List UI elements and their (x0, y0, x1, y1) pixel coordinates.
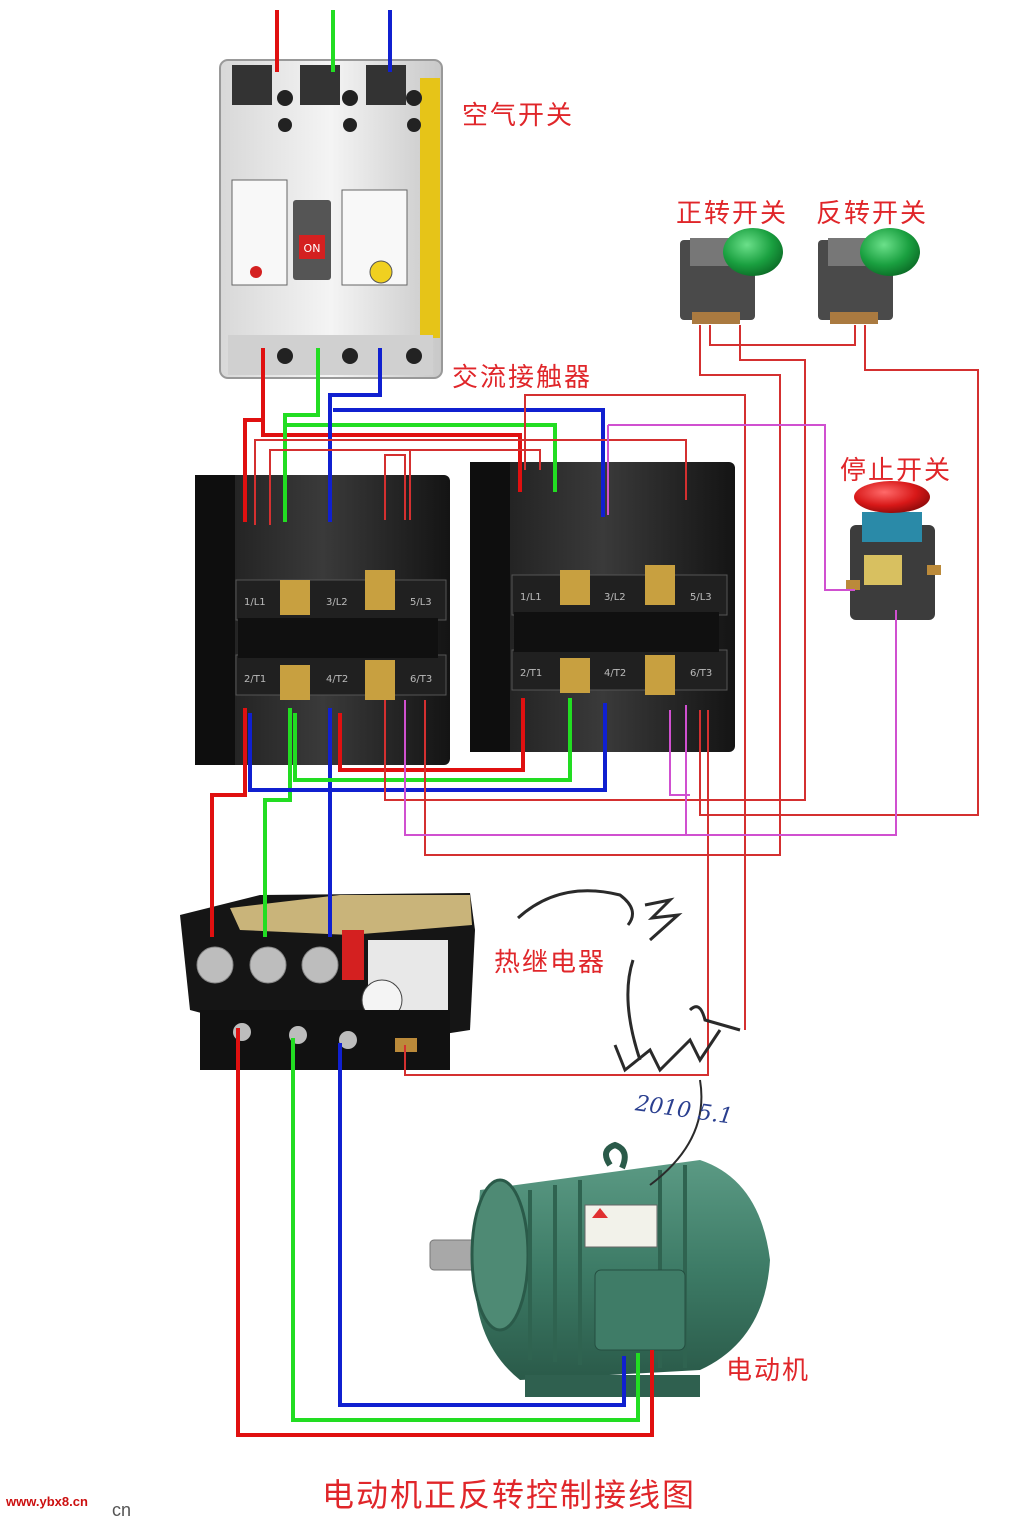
contactor-2-terminal: 1/L1 (520, 592, 542, 603)
contactor-2-terminal: 6/T3 (690, 668, 712, 679)
control-wiring (254, 325, 979, 1076)
contactor-label: 交流接触器 (452, 363, 593, 393)
contactor-1-terminal: 3/L2 (326, 597, 348, 608)
contactor-1-terminal: 2/T1 (244, 674, 266, 685)
forward-switch-label: 正转开关 (676, 199, 789, 229)
watermark: www.ybx8.cn (6, 1494, 88, 1509)
contactor-2-terminal: 2/T1 (520, 668, 542, 679)
contactor-1-device: 1/L1 3/L2 5/L3 2/T1 4/T2 6/T3 (195, 475, 450, 765)
contactor-2-terminal: 5/L3 (690, 592, 712, 603)
motor-label: 电动机 (726, 1356, 811, 1386)
contactor-1-terminal: 6/T3 (410, 674, 432, 685)
contactor-2-device: 1/L1 3/L2 5/L3 2/T1 4/T2 6/T3 (470, 462, 735, 752)
power-wiring (210, 10, 654, 1437)
breaker-on-text: ON (304, 242, 321, 255)
reverse-switch-label: 反转开关 (816, 199, 929, 229)
watermark-tail: cn (112, 1500, 132, 1520)
stop-switch-label: 停止开关 (840, 456, 953, 486)
stop-switch-device (846, 481, 941, 620)
forward-switch-device (680, 228, 783, 324)
contactor-1-terminal: 1/L1 (244, 597, 266, 608)
air-switch-device: ON (219, 59, 443, 379)
contactor-1-terminal: 5/L3 (410, 597, 432, 608)
thermal-relay-device (180, 893, 475, 1070)
contactor-2-terminal: 4/T2 (604, 668, 626, 679)
contactor-1-terminal: 4/T2 (326, 674, 348, 685)
diagram-title: 电动机正反转控制接线图 (321, 1476, 696, 1514)
handwritten-scribble (516, 889, 741, 1186)
reverse-switch-device (818, 228, 920, 324)
contactor-2-terminal: 3/L2 (604, 592, 626, 603)
air-switch-label: 空气开关 (462, 101, 575, 131)
thermal-relay-label: 热继电器 (494, 948, 607, 978)
motor-device (429, 1141, 770, 1397)
